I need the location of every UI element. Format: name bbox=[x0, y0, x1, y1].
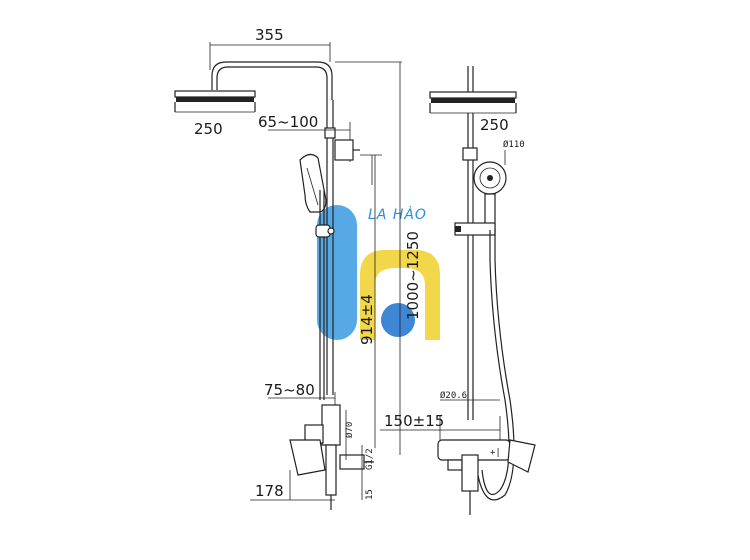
front-shower-head-face bbox=[431, 98, 515, 103]
dim-outlet-diameter: Ø70 bbox=[344, 422, 355, 438]
spout-front bbox=[461, 454, 479, 492]
dim-pipe-diameter: Ø20.6 bbox=[440, 390, 467, 401]
dim-head-diameter-side: 250 bbox=[194, 120, 223, 138]
spout-side bbox=[325, 444, 337, 496]
svg-text:+|: +| bbox=[490, 448, 501, 458]
front-shower-head-top bbox=[429, 91, 517, 99]
dim-head-diameter-front: 250 bbox=[480, 116, 509, 134]
shower-head-face bbox=[176, 97, 254, 102]
mixer-lever bbox=[289, 439, 326, 476]
side-view: 355 250 65~100 914±4 bbox=[174, 26, 422, 510]
hose bbox=[481, 230, 510, 495]
mixer-body-side bbox=[321, 404, 341, 446]
brand-name: LA HÀO bbox=[368, 206, 427, 223]
hand-shower bbox=[299, 153, 327, 213]
dim-inlet-spacing: 150±15 bbox=[384, 412, 444, 430]
wall-bracket bbox=[334, 139, 354, 161]
dim-arm-length: 355 bbox=[255, 26, 284, 44]
dim-base-height: 178 bbox=[255, 482, 284, 500]
dim-hand-diameter: Ø110 bbox=[503, 139, 525, 150]
dim-outlet-offset: 75~80 bbox=[264, 381, 315, 399]
dim-thread-depth: 15 bbox=[365, 489, 375, 500]
logo-dot bbox=[381, 303, 415, 337]
dim-rail-height: 914±4 bbox=[358, 294, 376, 345]
dim-thread: G1/2 bbox=[365, 448, 375, 470]
shower-head-top bbox=[174, 90, 256, 98]
front-view: 250 Ø110 Ø20.6 150±15 +| bbox=[380, 66, 536, 515]
dim-holder-range: 65~100 bbox=[258, 113, 318, 131]
dim-total-height: 1000~1250 bbox=[404, 231, 422, 320]
front-lever bbox=[507, 439, 536, 473]
overhead-arm bbox=[211, 61, 333, 100]
